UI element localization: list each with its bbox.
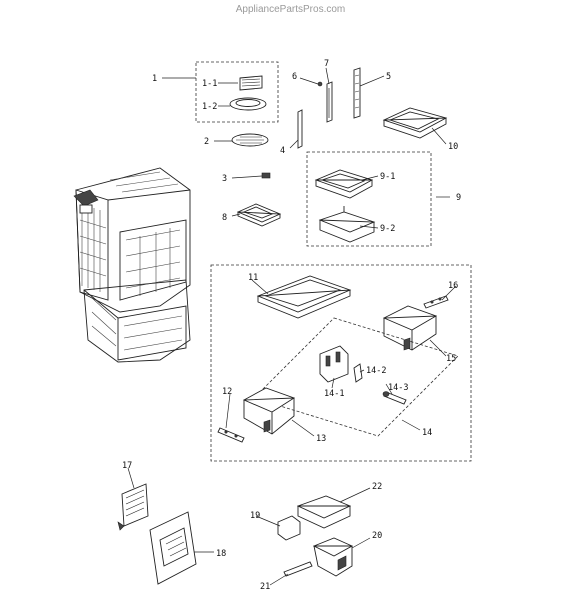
part-20 [312, 537, 354, 577]
part-14-2 [353, 363, 363, 383]
part-1-2 [229, 97, 267, 111]
callout-14: 14 [422, 428, 432, 438]
part-9-2 [318, 206, 376, 243]
callout-3: 3 [222, 174, 227, 184]
part-4 [297, 109, 303, 149]
watermark: AppliancePartsPros.com [235, 4, 346, 15]
callout-16: 16 [448, 281, 458, 291]
callout-17: 17 [122, 461, 132, 471]
part-15 [382, 305, 438, 351]
part-18 [149, 511, 197, 585]
callout-14-3: 14-3 [388, 383, 408, 393]
part-13 [242, 387, 296, 435]
part-6 [317, 81, 323, 87]
callout-21: 21 [260, 582, 270, 592]
part-2 [231, 133, 269, 147]
callout-22: 22 [372, 482, 382, 492]
callout-15: 15 [446, 354, 456, 364]
callout-1-1: 1-1 [202, 79, 217, 89]
callout-1: 1 [152, 74, 157, 84]
part-11 [256, 275, 352, 319]
callout-14-1: 14-1 [324, 389, 344, 399]
group-box-9 [306, 151, 432, 247]
refrigerator-cabinet [73, 167, 191, 363]
callout-14-2: 14-2 [366, 366, 386, 376]
callout-7: 7 [324, 59, 329, 69]
callout-8: 8 [222, 213, 227, 223]
part-3 [261, 172, 271, 179]
part-19 [277, 515, 301, 541]
part-14-1 [319, 345, 349, 383]
callout-labels: 1 1-1 1-2 2 3 4 5 6 7 8 9 9-1 9-2 10 11 … [122, 59, 461, 592]
callout-4: 4 [280, 146, 285, 156]
callout-12: 12 [222, 387, 232, 397]
part-5 [353, 67, 361, 119]
callout-9: 9 [456, 193, 461, 203]
callout-9-1: 9-1 [380, 172, 395, 182]
part-17 [117, 483, 149, 531]
callout-19: 19 [250, 511, 260, 521]
callout-5: 5 [386, 72, 391, 82]
callout-11: 11 [248, 273, 258, 283]
group-box-11-16 [210, 264, 472, 462]
callout-13: 13 [316, 434, 326, 444]
part-8 [236, 203, 282, 227]
part-21 [283, 561, 313, 577]
callout-18: 18 [216, 549, 226, 559]
part-16 [423, 295, 449, 309]
part-12 [217, 427, 245, 443]
part-10 [382, 107, 448, 139]
callout-2: 2 [204, 137, 209, 147]
callout-10: 10 [448, 142, 458, 152]
callout-6: 6 [292, 72, 297, 82]
part-22 [296, 495, 352, 529]
group-box-14 [253, 317, 459, 437]
leader-lines [127, 67, 457, 586]
part-14-3 [382, 391, 407, 405]
part-9-1 [314, 169, 374, 199]
group-box-1 [195, 61, 279, 123]
callout-1-2: 1-2 [202, 102, 217, 112]
part-1-1 [239, 75, 263, 91]
callout-9-2: 9-2 [380, 224, 395, 234]
part-7 [326, 81, 333, 123]
callout-20: 20 [372, 531, 382, 541]
